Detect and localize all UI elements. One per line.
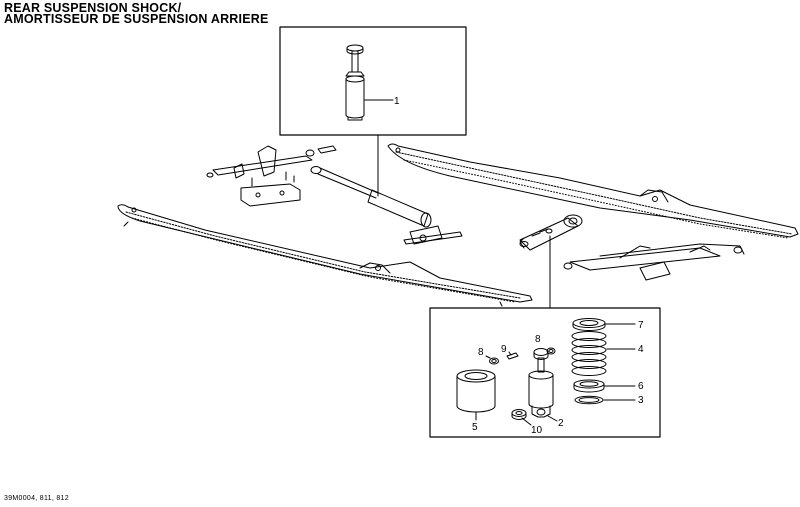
callout-3: 3 — [638, 395, 644, 406]
shock-absorber-part-1 — [345, 44, 365, 121]
callout-5: 5 — [472, 422, 478, 433]
rear-arm-assembly — [563, 243, 745, 281]
left-slide-rail — [117, 204, 533, 307]
callout-4: 4 — [638, 344, 644, 355]
spacer-part-9 — [506, 352, 519, 360]
callout-8-right: 8 — [535, 334, 541, 345]
diagram-title-line-1: REAR SUSPENSION SHOCK/ — [4, 1, 182, 15]
ring-part-3 — [574, 395, 604, 405]
callout-8-left: 8 — [478, 347, 484, 358]
diagram-title-line-2: AMORTISSEUR DE SUSPENSION ARRIERE — [4, 12, 269, 26]
washer-part-10 — [511, 409, 527, 420]
callout-9: 9 — [501, 344, 507, 355]
figure-reference-code: 39M0004, 811, 812 — [4, 495, 69, 502]
rear-shock-installed-view — [519, 214, 583, 251]
shock-body-part-2 — [528, 348, 554, 418]
callout-7: 7 — [638, 320, 644, 331]
detail-box-shock-components — [429, 307, 661, 438]
right-slide-rail — [387, 143, 799, 239]
spring-retainer-part-7 — [572, 318, 606, 331]
callout-10: 10 — [531, 425, 543, 436]
bushing-part-8-left — [489, 357, 499, 365]
front-arm-assembly — [206, 145, 337, 207]
bushing-part-8-right — [546, 347, 556, 355]
adjuster-collar-part-6 — [573, 379, 605, 393]
callout-2: 2 — [558, 418, 564, 429]
callout-6: 6 — [638, 381, 644, 392]
detail-box-shock — [279, 26, 467, 136]
bumper-part-5 — [456, 369, 496, 413]
shock-installed-view — [310, 166, 463, 245]
callout-1: 1 — [394, 96, 400, 107]
coil-spring-part-4 — [571, 331, 607, 376]
